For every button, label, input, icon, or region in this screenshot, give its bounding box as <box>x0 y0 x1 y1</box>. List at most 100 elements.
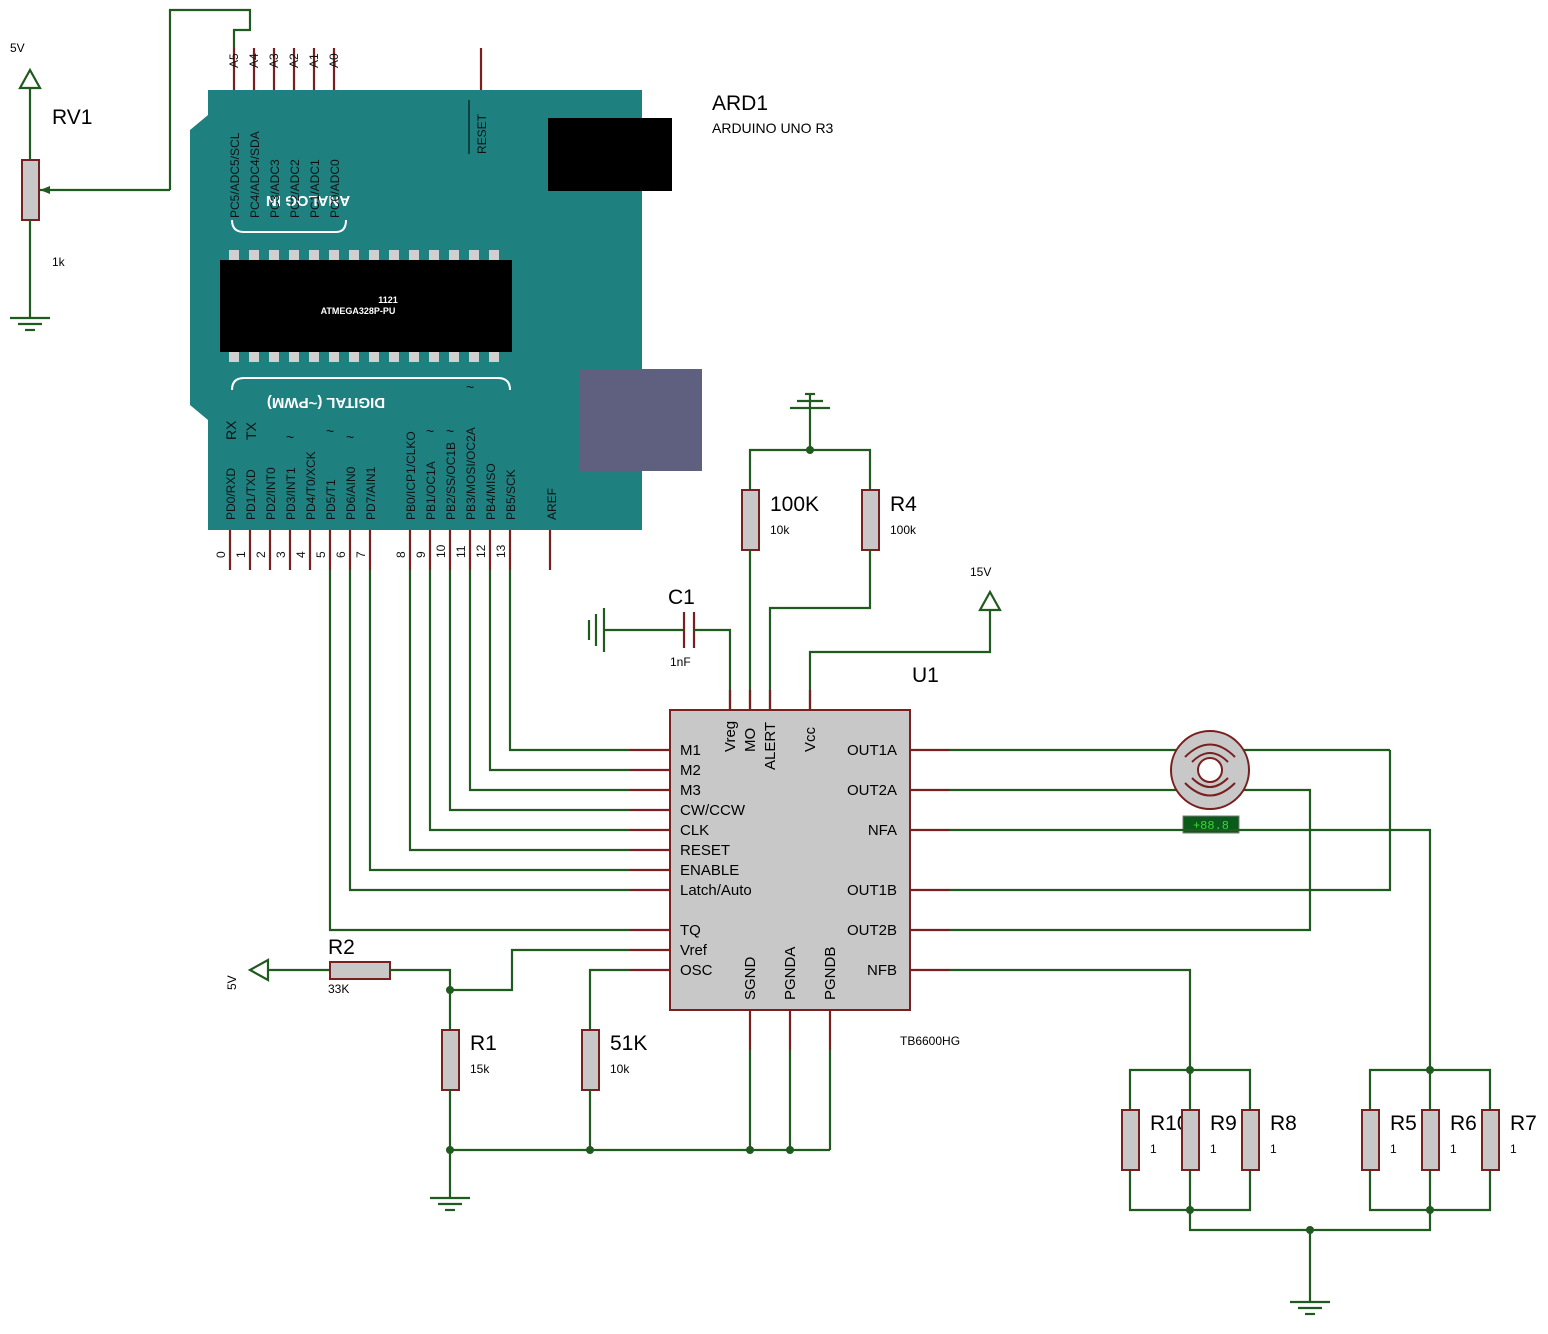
analog-pin-name: PC4/ADC4/SDA <box>248 131 262 218</box>
digital-pin-number: 10 <box>434 544 448 558</box>
r2-ref: R2 <box>328 936 355 959</box>
analog-pin-name: PC3/ADC3 <box>268 159 282 218</box>
rv1-ref: RV1 <box>52 106 92 129</box>
digital-pin-number: 11 <box>454 545 468 558</box>
digital-pin-name: PD0/RXD <box>224 468 238 520</box>
sense-resistor-ref: R6 <box>1450 1112 1477 1135</box>
r51k-ref: 51K <box>610 1032 647 1055</box>
control-wires <box>328 570 630 932</box>
usb-connector <box>580 369 702 471</box>
motor-readout-display <box>1182 815 1240 834</box>
sense-resistor <box>1121 1109 1140 1171</box>
analog-in-title: ANALOG IN <box>266 192 350 209</box>
digital-pin-name: PD3/INT1 <box>284 467 298 520</box>
digital-pin-name: PB0/ICP1/CLKO <box>404 431 418 520</box>
u1-pin-label: Vreg <box>722 721 739 752</box>
pwm-mark-5: ~ <box>326 423 334 439</box>
sense-resistor <box>1181 1109 1200 1171</box>
pwm-mark-3: ~ <box>286 429 294 445</box>
u1-pin-label: ALERT <box>762 722 779 770</box>
digital-pin-name: PB2/SS/OC1B <box>444 442 458 520</box>
u1-pin-label: Vref <box>680 942 708 959</box>
analog-pin-number: A1 <box>307 53 321 68</box>
u1-left-pins: M1M2M3CW/CCWCLKRESETENABLELatch/AutoTQVr… <box>630 742 752 979</box>
analog-pin-names: PC5/ADC5/SCL PC4/ADC4/SDA PC3/ADC3 PC2/ADC2… <box>228 131 342 218</box>
sense-resistor <box>1241 1109 1260 1171</box>
digital-pin-name: PB3/MOSI/OC2A <box>464 427 478 520</box>
digital-pin-name: PD7/AIN1 <box>364 466 378 520</box>
analog-pin-number: A2 <box>287 53 301 68</box>
u1-pin-label: PGNDA <box>782 947 799 1000</box>
supply-5v-label: 5V <box>225 975 239 990</box>
digital-pin-number: 4 <box>294 551 308 558</box>
analog-pin-name: PC2/ADC2 <box>288 159 302 218</box>
pwm-mark-11: ~ <box>466 379 474 395</box>
u1-pin-label: NFB <box>867 962 897 979</box>
alert-pullups: 100K 10k R4 100k <box>741 392 917 710</box>
digital-pin-name: PB5/SCK <box>504 469 518 520</box>
u1-pin-label: TQ <box>680 922 701 939</box>
rv1-potentiometer: 5V RV1 1k <box>8 8 252 332</box>
analog-pin-name: PC5/ADC5/SCL <box>228 132 242 218</box>
sense-resistor-ref: R8 <box>1270 1112 1297 1135</box>
digital-pin-number: 2 <box>254 551 268 558</box>
rv1-value: 1k <box>52 255 66 269</box>
u1-pin-label: Latch/Auto <box>680 882 752 899</box>
rx-label: RX <box>223 420 239 440</box>
c1-value: 1nF <box>670 655 691 669</box>
u1-pin-label: M3 <box>680 782 701 799</box>
sense-resistor-value: 1 <box>1450 1142 1457 1156</box>
power-jack <box>548 118 672 191</box>
c1-ref: C1 <box>668 586 695 609</box>
atmega-chip: 1121 ATMEGA328P-PU <box>220 250 512 362</box>
stepper-motor: +88.8 <box>950 730 1392 932</box>
analog-pin-number: A4 <box>247 53 261 68</box>
c1-capacitor: C1 1nF <box>587 586 732 710</box>
rv1-supply-label: 5V <box>10 41 25 55</box>
u1-pin-label: RESET <box>680 842 730 859</box>
digital-pin-number: 9 <box>414 551 428 558</box>
supply-15v: 15V <box>808 565 1002 710</box>
digital-pin-name: PD5/T1 <box>324 479 338 520</box>
sense-resistor <box>1361 1109 1380 1171</box>
sense-resistor <box>1481 1109 1500 1171</box>
analog-pin-number: A3 <box>267 53 281 68</box>
aref-label: AREF <box>545 488 559 520</box>
sense-resistor-value: 1 <box>1150 1142 1157 1156</box>
digital-pin-number: 6 <box>334 551 348 558</box>
chip-name: ATMEGA328P-PU <box>321 306 396 316</box>
r51k-value: 10k <box>610 1062 630 1076</box>
sense-resistor-value: 1 <box>1510 1142 1517 1156</box>
u1-ref: U1 <box>912 664 939 687</box>
r1-value: 15k <box>470 1062 490 1076</box>
u1-pin-label: M2 <box>680 762 701 779</box>
sense-resistor-value: 1 <box>1210 1142 1217 1156</box>
sense-resistor-ref: R9 <box>1210 1112 1237 1135</box>
tx-label: TX <box>243 421 259 440</box>
r100k-ref: 100K <box>770 493 819 516</box>
u1-pin-label: NFA <box>868 822 897 839</box>
digital-pin-name: PB1/OC1A <box>424 461 438 520</box>
digital-title: DIGITAL (~PWM) <box>267 394 385 411</box>
digital-pin-number: 3 <box>274 551 288 558</box>
digital-pin-number: 13 <box>494 544 508 558</box>
u1-pin-label: SGND <box>742 956 759 1000</box>
chip-code: 1121 <box>378 295 398 305</box>
u1-pin-label: OUT2B <box>847 922 897 939</box>
sense-resistor-value: 1 <box>1270 1142 1277 1156</box>
digital-pin-name: PD1/TXD <box>244 469 258 520</box>
digital-pin-number: 5 <box>314 551 328 558</box>
u1-pin-label: MO <box>742 728 759 752</box>
sense-resistor-ref: R5 <box>1390 1112 1417 1135</box>
digital-pin-number: 0 <box>214 551 228 558</box>
arduino-ref: ARD1 <box>712 92 768 115</box>
sense-resistor <box>1421 1109 1440 1171</box>
r100k-value: 10k <box>770 523 790 537</box>
u1-pin-label: M1 <box>680 742 701 759</box>
arduino-model: ARDUINO UNO R3 <box>712 120 834 136</box>
